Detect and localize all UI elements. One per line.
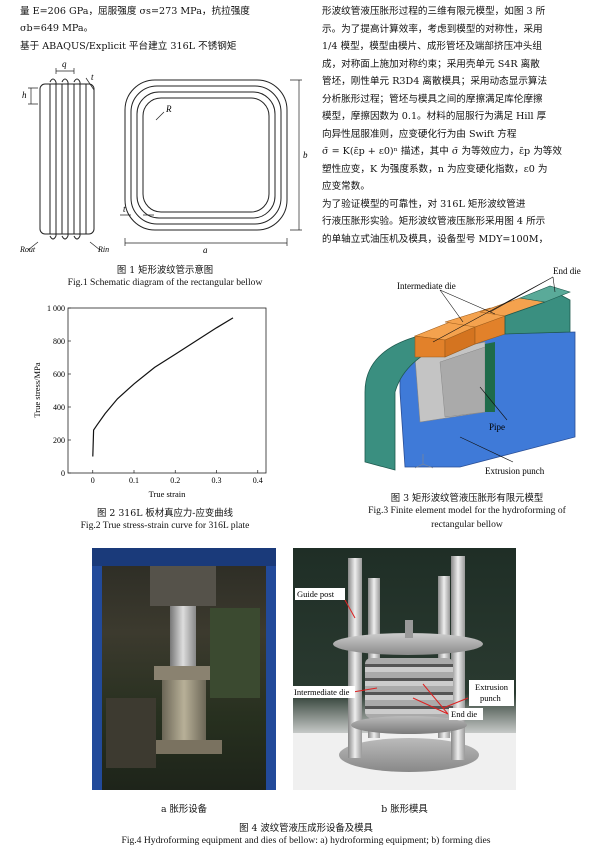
right-text-line: 1/4 模型，模型由模片、成形管坯及端部挤压冲头组	[322, 41, 542, 52]
fig4b-label: b 胀形模具	[381, 804, 428, 815]
fig4a-label: a 胀形设备	[160, 804, 208, 815]
fig4a-press-photo	[92, 548, 276, 790]
x-tick-label: 0.2	[170, 476, 180, 485]
right-text-line: σ̄ = K(ε̄p + ε0)ⁿ 描述，其中 σ̄ 为等效应力，ε̄p 为等效	[322, 146, 562, 157]
left-text-line-3: 基于 ABAQUS/Explicit 平台建立 316L 不锈钢矩	[20, 41, 237, 52]
fig3-caption-en-2: rectangular bellow	[431, 519, 503, 530]
y-tick-label: 0	[61, 469, 65, 478]
fig4b-label-intermediate-die: Intermediate die	[294, 687, 350, 697]
press-top-frame	[92, 548, 276, 566]
fig1-schematic: h q t Rout Rin R a b t	[20, 60, 308, 255]
fig1-label-a: a	[203, 245, 208, 255]
right-text-line: 的单轴立式油压机及模具，设备型号 MDY=100M，	[322, 233, 549, 245]
fig1-label-b: b	[303, 150, 308, 160]
x-tick-label: 0.1	[129, 476, 139, 485]
fig1-label-rin: Rin	[97, 245, 109, 254]
x-tick-label: 0.4	[253, 476, 263, 485]
fig4b-label-end-die: End die	[451, 709, 477, 719]
y-tick-label: 800	[53, 337, 65, 346]
fig3-label-end-die: End die	[553, 266, 581, 276]
fig3-label-intermediate-die: Intermediate die	[397, 281, 456, 291]
fig4b-label-extrusion: Extrusion	[475, 682, 509, 692]
right-text-line: 行液压胀形实验。矩形波纹管液压胀形采用图 4 所示	[322, 216, 546, 227]
press-ram	[170, 606, 196, 666]
press-left-column	[92, 566, 102, 790]
fig2-caption-en: Fig.2 True stress-strain curve for 316L …	[80, 520, 250, 531]
chart-x-axis-label: True strain	[149, 489, 187, 499]
x-tick-label: 0	[91, 476, 95, 485]
right-text-line: 分析胀形过程；管坯与模具之间的摩擦满足库伦摩擦	[322, 93, 543, 105]
y-tick-label: 200	[53, 436, 65, 445]
fig4b-label-guide-post: Guide post	[297, 589, 335, 599]
y-tick-label: 400	[53, 403, 65, 412]
right-text-line: 向异性屈服准则，应变硬化行为由 Swift 方程	[322, 128, 517, 140]
right-text-line: 模型，摩擦因数为 0.1。材料的屈服行为满足 Hill 厚	[322, 111, 547, 122]
fig3-caption-en-1: Fig.3 Finite element model for the hydro…	[368, 505, 566, 516]
left-text-line-1: 量 E=206 GPa，屈服强度 σs=273 MPa，抗拉强度	[20, 6, 250, 17]
fig1-label-h: h	[22, 90, 27, 100]
press-die-set	[162, 680, 206, 740]
fig1-label-r: R	[165, 104, 172, 114]
x-tick-label: 0.3	[212, 476, 222, 485]
y-tick-label: 600	[53, 370, 65, 379]
fig3-label-pipe: Pipe	[489, 422, 505, 432]
fig2-chart: True stress/MPa True strain 0 0.1 0.2 0.3 0.…	[32, 304, 267, 499]
press-head	[150, 566, 216, 606]
fig3-intermediate-die	[414, 335, 446, 358]
fig4b-annotations: Guide post Intermediate die End die Extr…	[293, 588, 514, 720]
right-text-line: 塑性应变，K 为强度系数，n 为应变硬化指数，ε0 为	[322, 163, 548, 175]
y-tick-label: 1 000	[47, 304, 65, 313]
fig1-caption-en: Fig.1 Schematic diagram of the rectangul…	[67, 277, 263, 288]
chart-series-line	[92, 317, 234, 457]
die-stack	[365, 658, 453, 718]
press-right-column	[266, 566, 276, 790]
fig1-label-t: t	[91, 72, 94, 82]
fig1-label-t2: t	[123, 204, 126, 214]
fig4b-label-punch: punch	[480, 693, 502, 703]
right-column-text: 形波纹管液压胀形过程的三维有限元模型，如图 3 所 示。为了提高计算效率，考虑到…	[322, 3, 562, 248]
fig3-label-extrusion-punch: Extrusion punch	[485, 466, 545, 476]
right-text-line: 形波纹管液压胀形过程的三维有限元模型，如图 3 所	[322, 6, 546, 17]
fig2-caption-cn: 图 2 316L 板材真应力-应变曲线	[97, 508, 233, 519]
fig1-caption-cn: 图 1 矩形波纹管示意图	[116, 265, 214, 276]
right-text-line: 示。为了提高计算效率，考虑到模型的对称性，采用	[322, 23, 543, 35]
guide-post-1	[348, 558, 362, 758]
fig4-caption-cn: 图 4 波纹管液压成形设备及模具	[239, 823, 373, 834]
fig4-caption-en: Fig.4 Hydroforming equipment and dies of…	[121, 835, 491, 846]
left-text-line-2: σb=649 MPa。	[20, 23, 94, 34]
right-text-line: 管坯，刚性单元 R3D4 离散模具；采用动态显示算法	[322, 76, 548, 87]
chart-frame	[67, 307, 267, 474]
fig1-label-q: q	[62, 60, 67, 69]
fig3-caption-cn: 图 3 矩形波纹管液压胀形有限元模型	[390, 493, 544, 504]
right-text-line: 应变常数。	[322, 181, 370, 192]
chart-y-axis-label: True stress/MPa	[32, 362, 42, 417]
fig1-label-rout: Rout	[20, 245, 36, 254]
fig3-fe-model: End die Intermediate die Pipe Extrusion …	[364, 266, 581, 476]
right-text-line: 成，对称面上施加对称约束；采用壳单元 S4R 离散	[322, 58, 540, 70]
right-text-line: 为了验证模型的可靠性，对 316L 矩形波纹管进	[322, 198, 526, 210]
die-top-plate	[333, 633, 483, 655]
